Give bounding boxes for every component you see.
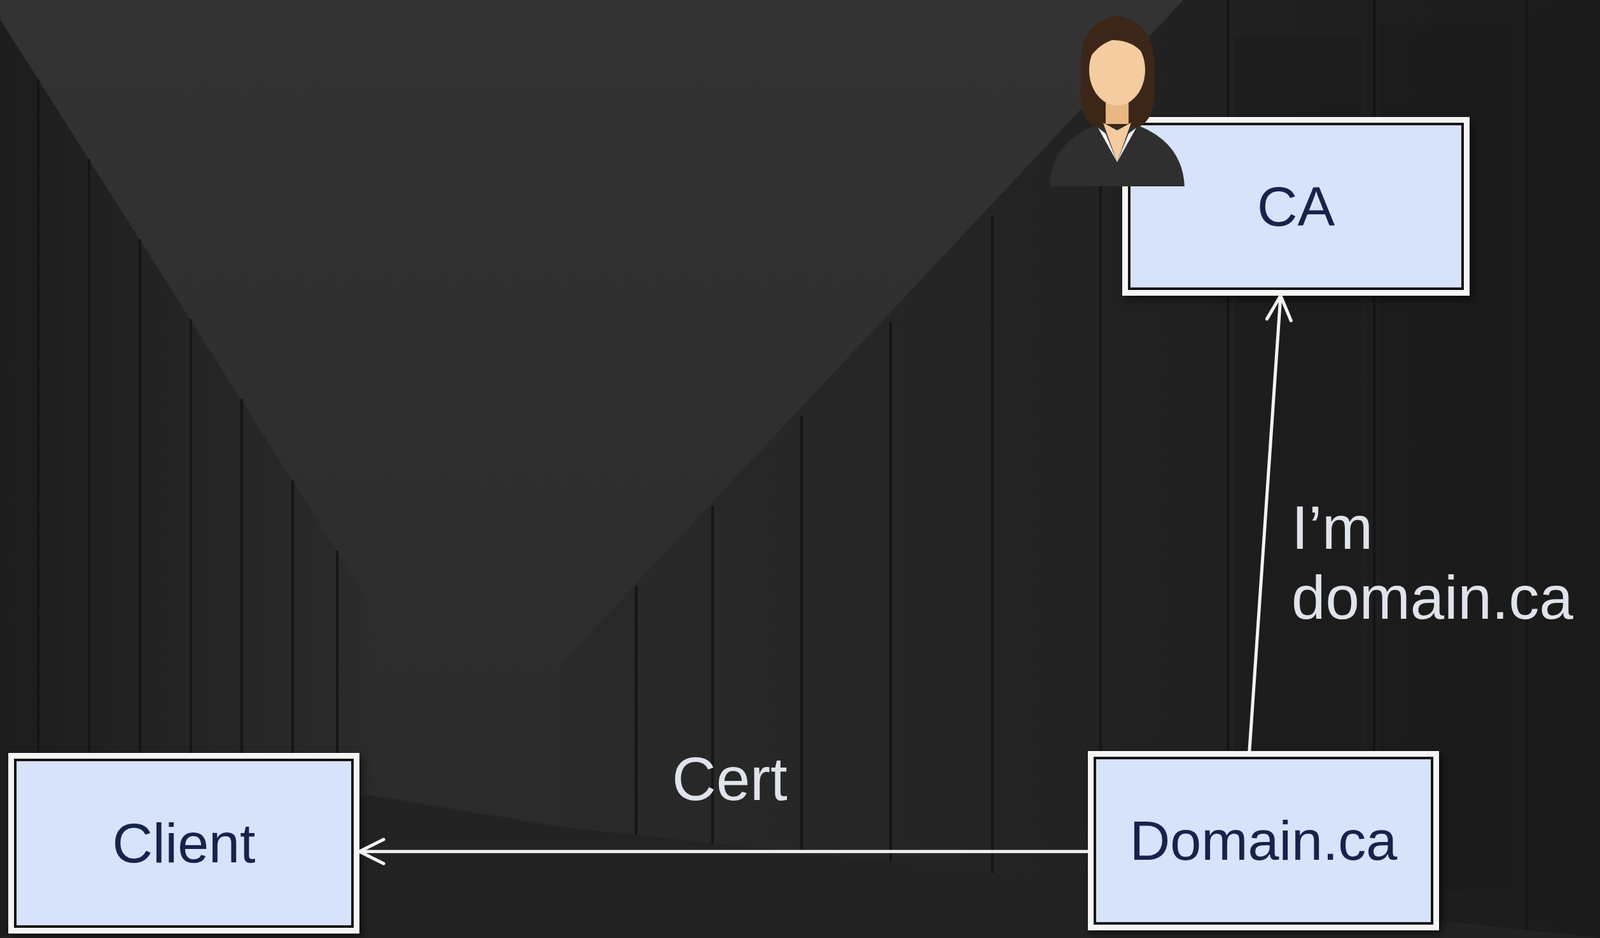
person-icon bbox=[1036, 3, 1197, 188]
arrow-connector bbox=[359, 849, 1088, 854]
entity-box: Domain.ca bbox=[1087, 751, 1440, 931]
entity-box: CA bbox=[1122, 117, 1470, 296]
arrow-connector bbox=[1249, 295, 1281, 752]
edge-label: I’m domain.ca bbox=[1291, 493, 1591, 634]
right-rack-row bbox=[559, 0, 1600, 938]
entity-box: Client bbox=[8, 753, 360, 934]
left-rack-row bbox=[0, 19, 369, 938]
box-label: Domain.ca bbox=[1129, 808, 1398, 874]
edge-label: Cert bbox=[634, 744, 826, 815]
box-label: CA bbox=[1257, 174, 1335, 240]
box-label: Client bbox=[112, 811, 256, 877]
